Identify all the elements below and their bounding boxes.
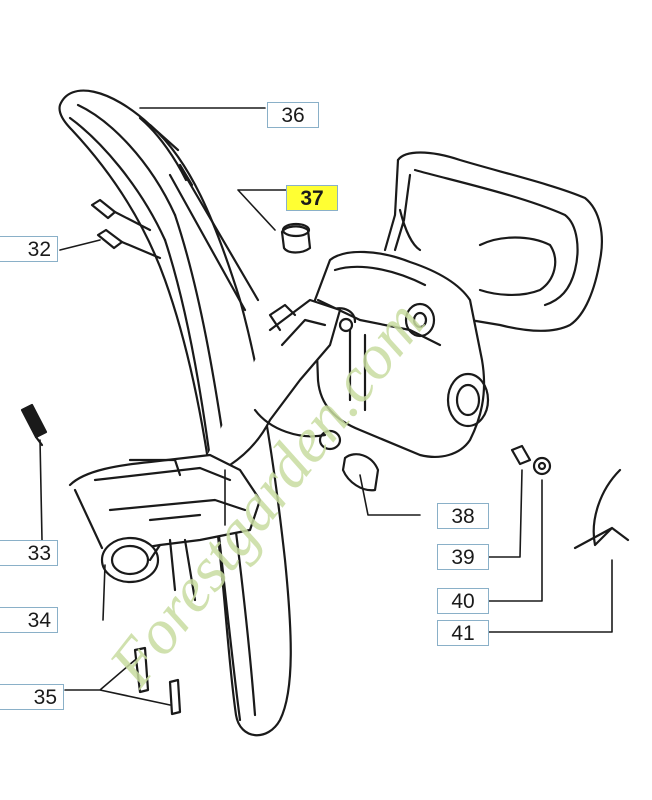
bolt-32b [96, 228, 162, 260]
callout-33: 33 [0, 540, 58, 566]
callout-38: 38 [437, 503, 489, 529]
part-39-screw [510, 444, 532, 466]
callout-37: 37 [286, 185, 338, 211]
lower-bracket [68, 453, 262, 602]
callout-36: 36 [267, 102, 319, 128]
part-38-cap [341, 453, 380, 492]
callout-39: 39 [437, 544, 489, 570]
handle-mount-arm [168, 168, 342, 472]
part-41-clip [573, 468, 630, 550]
part-37-plug [280, 222, 312, 254]
callout-32: 32 [0, 236, 58, 262]
part-33-fitting [20, 403, 48, 447]
callout-41: 41 [437, 620, 489, 646]
callout-35: 35 [0, 684, 64, 710]
callout-34: 34 [0, 607, 58, 633]
part-40-nut [532, 456, 552, 476]
rear-handle [383, 151, 603, 332]
engine-housing [313, 250, 490, 458]
part-35-bolts [133, 646, 182, 716]
bolt-32a [90, 198, 152, 232]
leader-lines [39, 107, 613, 706]
callout-40: 40 [437, 588, 489, 614]
